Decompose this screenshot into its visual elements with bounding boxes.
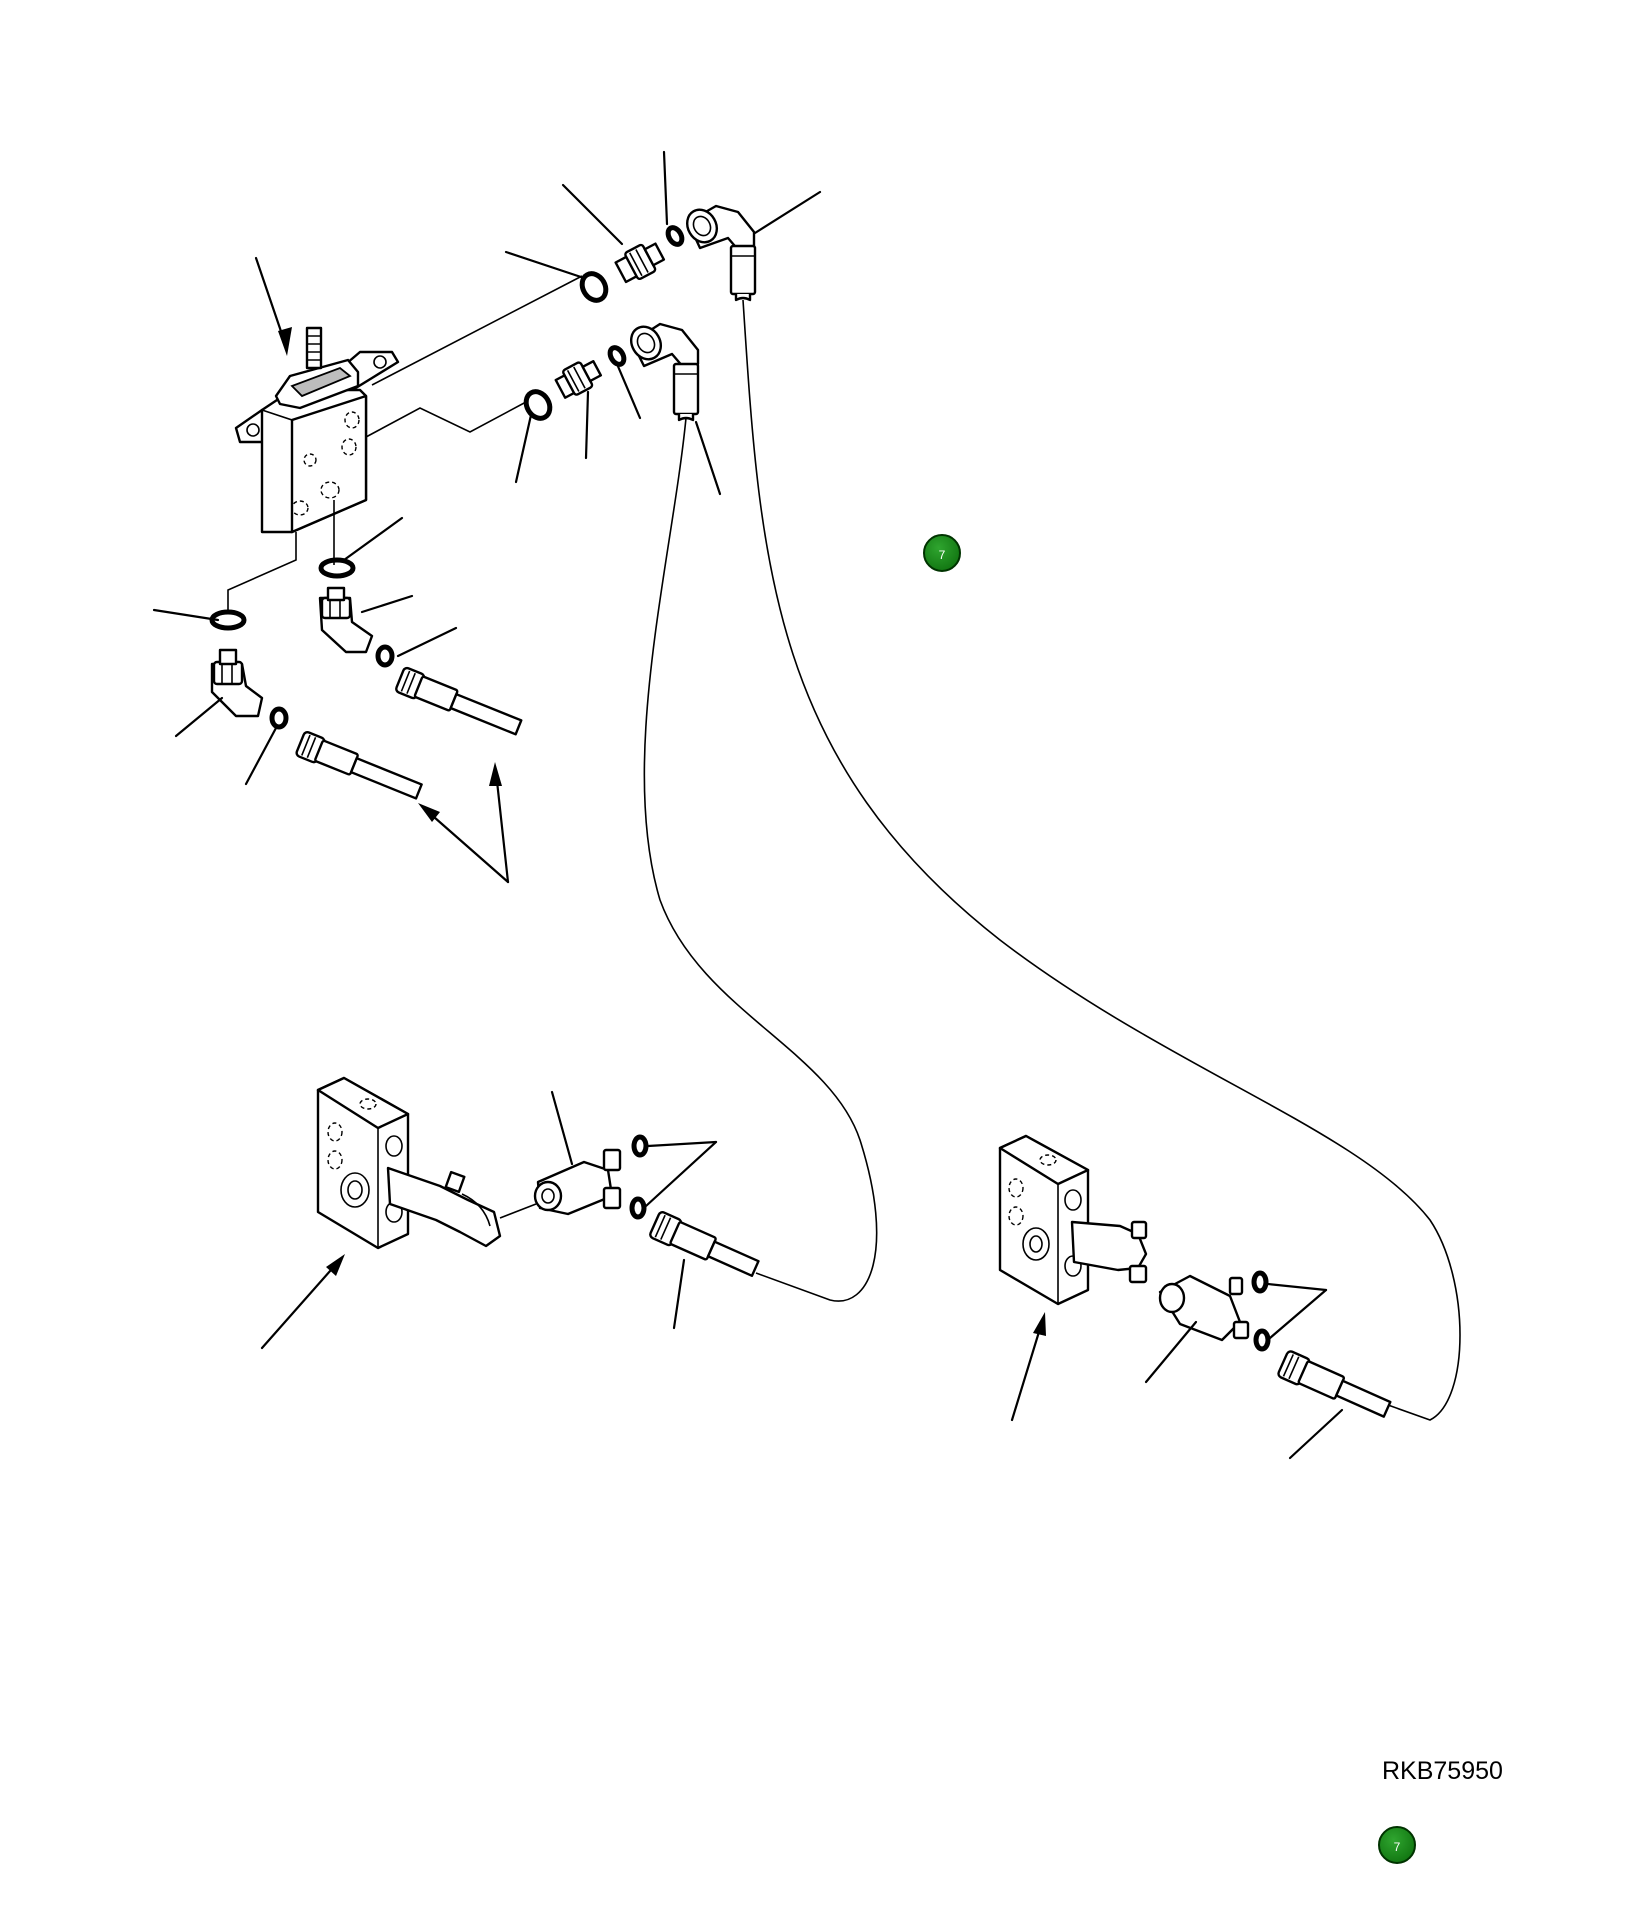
leader-arrow-manifold-right	[1010, 1312, 1046, 1422]
hose-line-outer	[742, 299, 1461, 1421]
left-elbow-lower	[209, 609, 423, 800]
middle-fitting-chain	[523, 322, 700, 422]
leader-arrow-valve	[254, 256, 292, 356]
upper-fitting-chain	[579, 204, 757, 303]
leader-arrow-hoses	[418, 762, 510, 884]
figure-reference-code: RKB75950	[1382, 1757, 1503, 1785]
leader-arrow-manifold-left	[260, 1254, 345, 1350]
badge-marker-7: 7	[923, 534, 961, 572]
hose-line-inner	[643, 417, 878, 1302]
connector-line-upper	[371, 275, 583, 386]
leader-lines	[152, 150, 1344, 1460]
control-valve	[234, 326, 400, 534]
manifold-block-right	[998, 1134, 1392, 1418]
badge-marker-7: 7	[1378, 1826, 1416, 1864]
manifold-block-left	[316, 1076, 760, 1277]
connector-line-left	[227, 532, 297, 612]
left-elbow-upper	[318, 557, 523, 736]
connector-line-middle	[365, 401, 527, 438]
